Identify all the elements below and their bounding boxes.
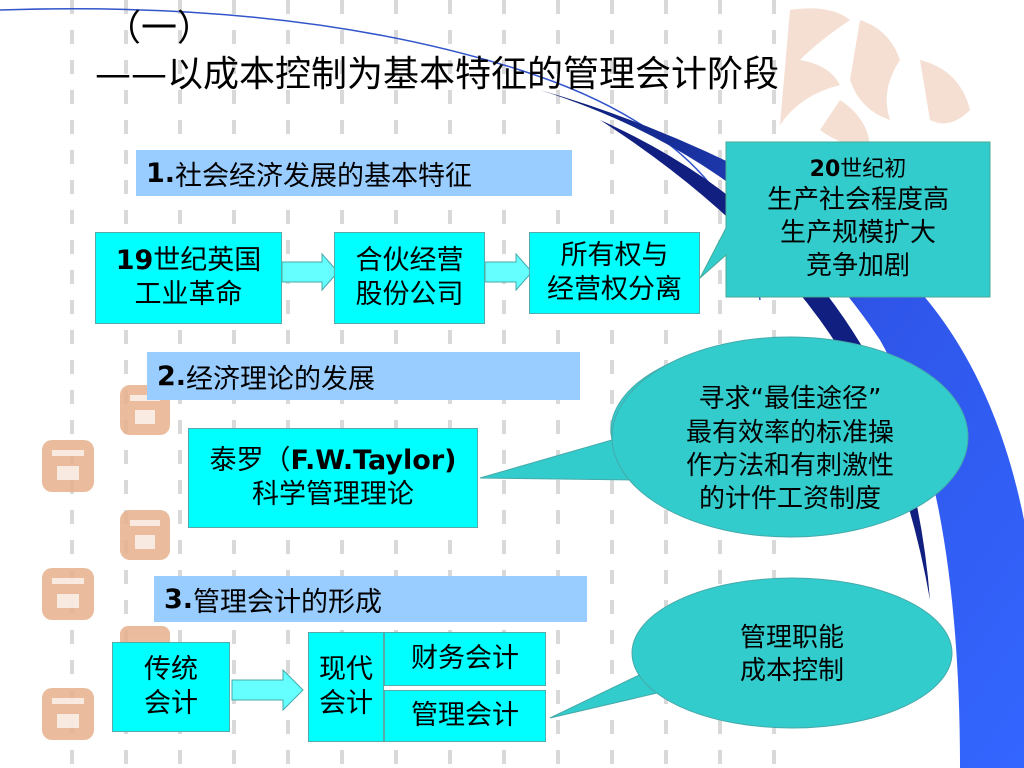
section3-label: 管理会计的形成	[193, 586, 383, 618]
section1-header: 1. 社会经济发展的基本特征	[136, 150, 572, 196]
arrow-right-icon	[484, 252, 533, 292]
watermark-calligraphy	[780, 8, 970, 150]
modern-line2: 会计	[319, 688, 373, 719]
traditional-line2: 会计	[144, 688, 198, 719]
box-partnership-line2: 股份公司	[355, 279, 464, 310]
callout-20th-century-shape	[699, 141, 991, 298]
taylor-prefix: 泰罗（	[209, 445, 291, 477]
callout-management-shape	[631, 577, 953, 729]
traditional-line1: 传统	[144, 654, 198, 686]
box-financial-accounting: 财务会计	[384, 632, 546, 686]
box-partnership-line1: 合伙经营	[355, 245, 464, 277]
box-separation-line2: 经营权分离	[547, 274, 682, 305]
box-industrial-revolution: 19世纪英国 工业革命	[95, 232, 282, 324]
callout1-line1: 世纪初	[840, 156, 907, 182]
callout-taylor: 寻求“最佳途径” 最有效率的标准操 作方法和有刺激性 的计件工资制度	[640, 370, 940, 530]
modern-line1: 现代	[319, 654, 373, 686]
callout-20th-century: 20世纪初 生产社会程度高 生产规模扩大 竞争加剧	[726, 142, 990, 297]
taylor-theory: 科学管理理论	[252, 479, 414, 510]
box-separation-line1: 所有权与	[560, 240, 669, 272]
box-ownership-separation: 所有权与 经营权分离	[529, 232, 700, 314]
title-prefix: （一）	[105, 8, 214, 49]
box-management-accounting: 管理会计	[384, 690, 546, 742]
section3-header: 3. 管理会计的形成	[154, 576, 587, 622]
callout3-line1: 管理职能	[739, 622, 844, 653]
callout-management-function: 管理职能 成本控制	[660, 600, 924, 710]
callout1-line4: 竞争加剧	[805, 251, 910, 282]
section1-label: 社会经济发展的基本特征	[175, 160, 473, 192]
taylor-name: F.W.Taylor)	[290, 445, 457, 477]
box-partnership: 合伙经营 股份公司	[334, 232, 485, 324]
callout2-line3: 作方法和有刺激性	[685, 451, 894, 481]
page-title: ——以成本控制为基本特征的管理会计阶段	[95, 54, 780, 95]
callout3-line2: 成本控制	[739, 656, 844, 686]
arrow-right-icon	[281, 252, 339, 292]
section2-header: 2. 经济理论的发展	[147, 352, 580, 400]
callout2-line1: 寻求“最佳途径”	[698, 384, 882, 415]
box-revolution-line1: 世纪英国	[153, 245, 262, 277]
callout2-line4: 的计件工资制度	[698, 484, 881, 515]
section1-number: 1.	[146, 157, 176, 189]
box-taylor: 泰罗（F.W.Taylor) 科学管理理论	[188, 428, 478, 528]
section2-number: 2.	[157, 360, 187, 392]
box-revolution-line2: 工业革命	[134, 279, 243, 310]
callout2-line2: 最有效率的标准操	[685, 417, 894, 448]
section2-label: 经济理论的发展	[186, 363, 376, 395]
box-traditional-accounting: 传统 会计	[112, 642, 230, 732]
arrow-right-icon	[231, 668, 304, 712]
callout1-num: 20	[809, 156, 841, 182]
box-revolution-num: 19	[115, 245, 154, 277]
callout1-line2: 生产社会程度高	[766, 184, 949, 215]
callout1-line3: 生产规模扩大	[779, 217, 936, 248]
section3-number: 3.	[164, 583, 194, 615]
box-modern-accounting: 现代 会计	[308, 632, 384, 742]
